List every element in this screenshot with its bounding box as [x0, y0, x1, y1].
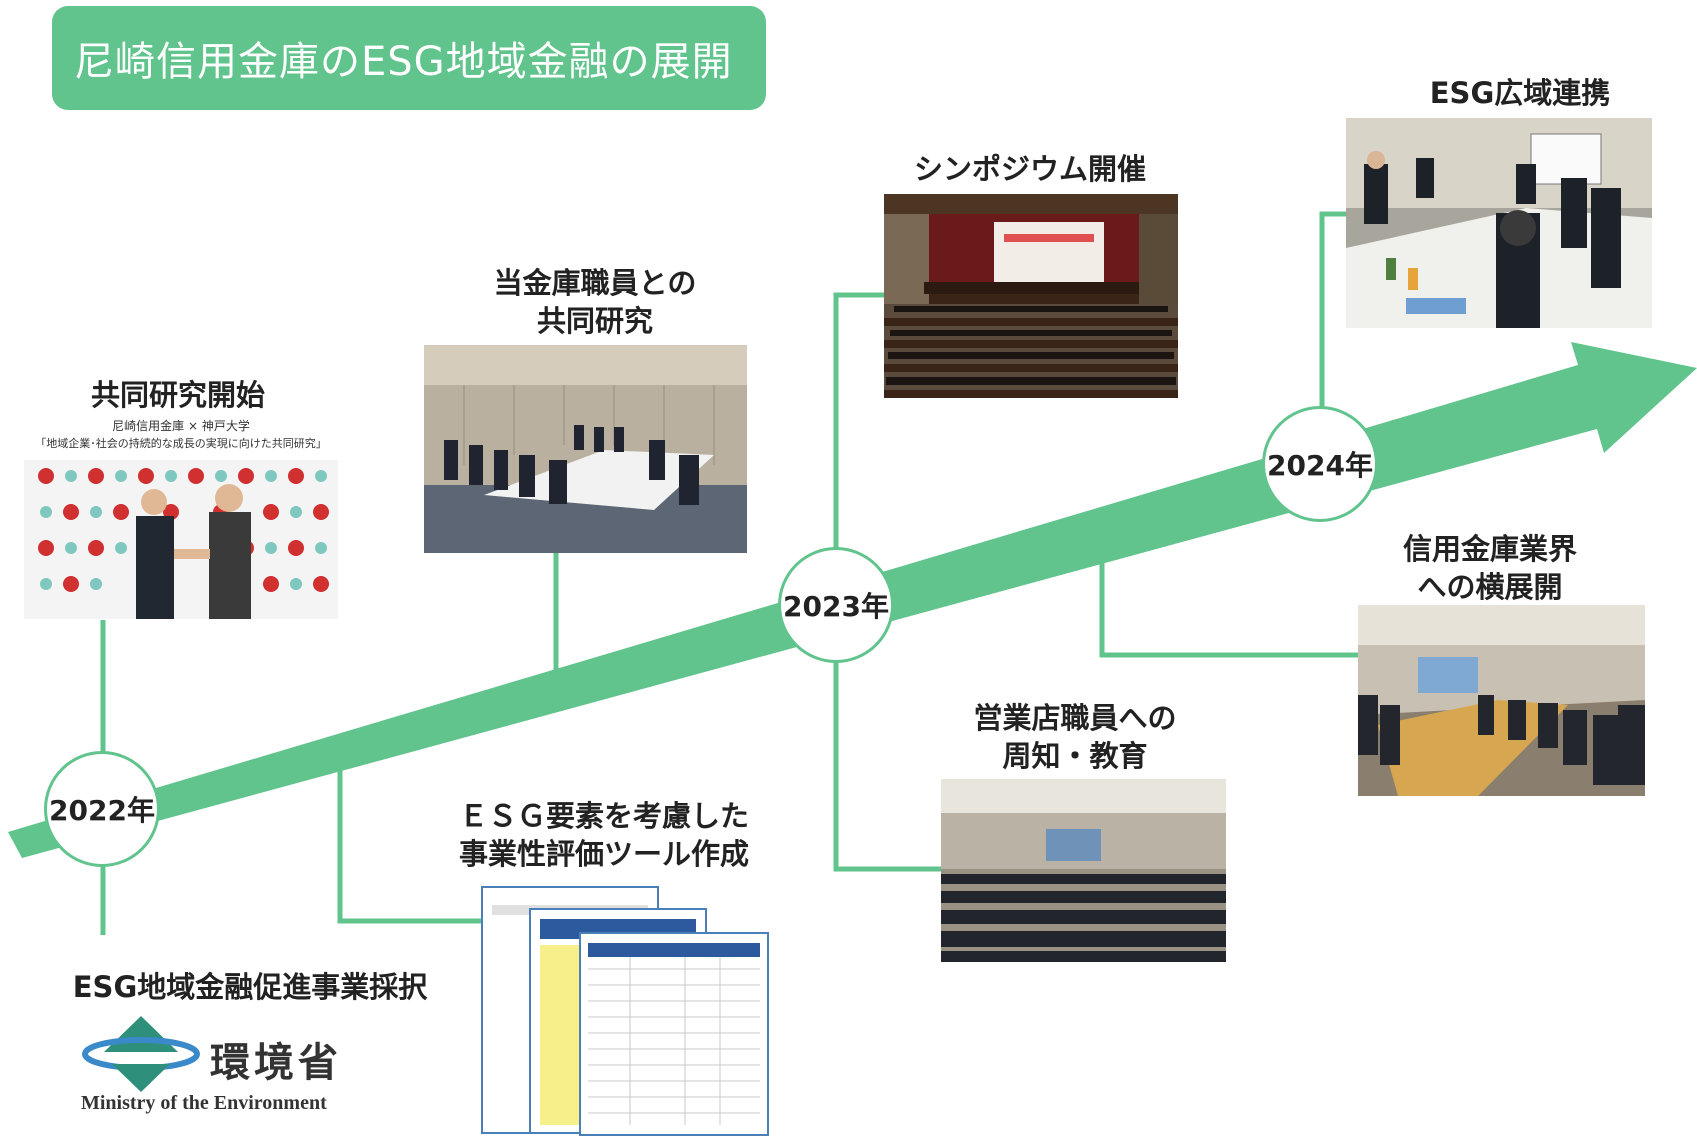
connector-lines [100, 211, 1358, 935]
label-symposium: シンポジウム開催 [870, 150, 1190, 188]
banner-line-2: 「地域企業･社会の持続的な成長の実現に向けた共同研究」 [35, 437, 327, 450]
year-2022: 2022年 [44, 751, 160, 867]
photo-symposium [884, 194, 1178, 398]
label-line: 共同研究開始 [90, 378, 265, 412]
label-joint-research-start: 共同研究開始 [38, 376, 318, 414]
photo-seminar [941, 779, 1226, 962]
label-line: ESG地域金融促進事業採択 [72, 970, 428, 1004]
label-line: ＥＳＧ要素を考慮した [458, 799, 749, 833]
label-line: 事業性評価ツール作成 [458, 837, 749, 871]
ministry-logo-name: 環境省 [210, 1040, 342, 1085]
evaluation-tool-documents [480, 885, 770, 1137]
label-line: 営業店職員への [973, 701, 1177, 735]
year-2024: 2024年 [1262, 406, 1378, 522]
photo-industry-conference [1358, 605, 1645, 796]
page-title: 尼崎信用金庫のESG地域金融の展開 [52, 6, 766, 110]
label-line: 信用金庫業界 [1402, 532, 1577, 566]
label-industry-expansion: 信用金庫業界 への横展開 [1330, 530, 1650, 606]
label-esg-wide-area: ESG広域連携 [1360, 74, 1680, 112]
label-joint-research-staff: 当金庫職員との 共同研究 [435, 264, 755, 340]
label-line: 周知・教育 [1002, 739, 1148, 773]
label-line: への横展開 [1417, 570, 1563, 604]
photo-meeting-room [424, 345, 747, 553]
label-line: 当金庫職員との [493, 266, 697, 300]
label-line: 共同研究 [536, 304, 653, 338]
photo-handshake: 尼崎信用金庫 × 神戸大学 「地域企業･社会の持続的な成長の実現に向けた共同研究… [24, 414, 338, 619]
label-ministry-adoption: ESG地域金融促進事業採択 [40, 968, 460, 1006]
year-2023: 2023年 [778, 547, 894, 663]
ministry-logo-subtitle: Ministry of the Environment [81, 1092, 327, 1114]
banner-line-1: 尼崎信用金庫 × 神戸大学 [112, 419, 250, 433]
label-branch-education: 営業店職員への 周知・教育 [915, 699, 1235, 775]
label-line: ESG広域連携 [1429, 76, 1611, 110]
photo-esg-meeting [1346, 118, 1652, 328]
label-evaluation-tool: ＥＳＧ要素を考慮した 事業性評価ツール作成 [424, 797, 784, 873]
label-line: シンポジウム開催 [913, 152, 1146, 186]
photo-banner: 尼崎信用金庫 × 神戸大学 「地域企業･社会の持続的な成長の実現に向けた共同研究… [24, 418, 338, 452]
ministry-logo-mark [82, 1014, 200, 1094]
